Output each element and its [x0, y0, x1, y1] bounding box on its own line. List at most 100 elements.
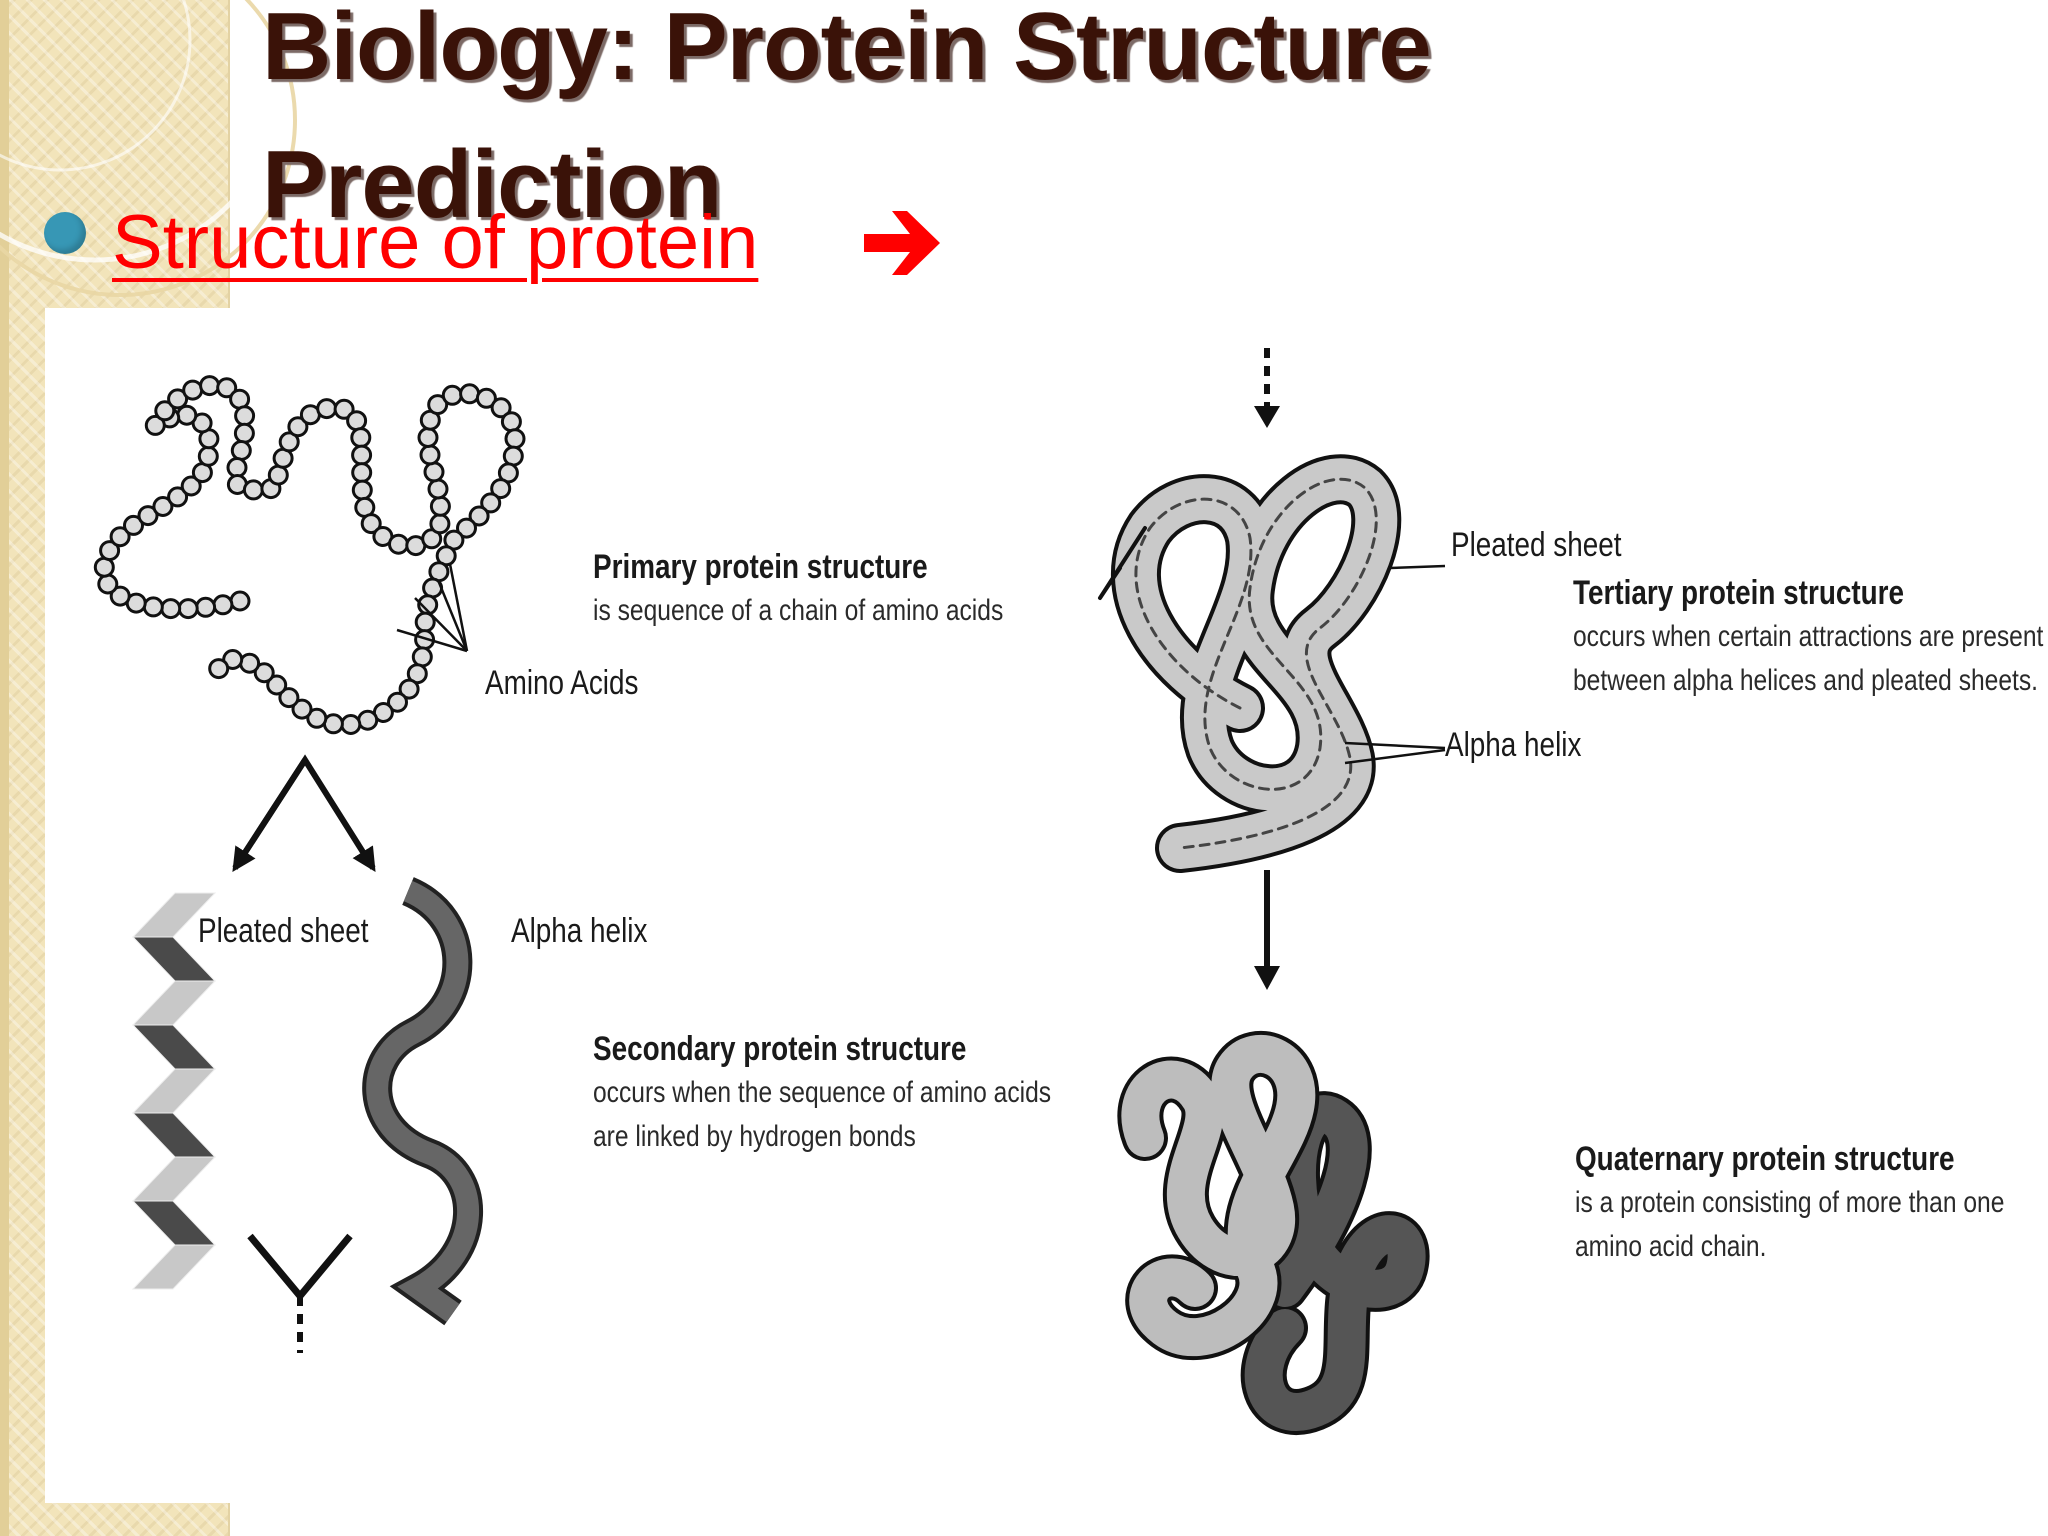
amino-acid-bead — [278, 431, 300, 453]
amino-acid-bead — [287, 416, 309, 438]
amino-acid-bead — [468, 505, 490, 527]
amino-acid-bead — [199, 375, 221, 397]
amino-acid-bead — [197, 445, 219, 467]
amino-acid-bead — [253, 662, 275, 684]
amino-acid-bead — [266, 674, 288, 696]
amino-acid-bead — [398, 678, 420, 700]
amino-acid-bead — [123, 514, 144, 536]
amino-acid-bead — [490, 478, 512, 500]
amino-acid-bead — [459, 383, 481, 405]
amino-acid-bead — [97, 573, 119, 595]
secondary-structure-description-line-2: are linked by hydrogen bonds — [593, 1120, 916, 1153]
amino-acid-bead — [427, 394, 449, 416]
amino-acid-bead — [154, 400, 176, 422]
amino-acid-bead — [350, 427, 372, 449]
amino-acid-bead — [490, 397, 512, 419]
amino-acid-bead — [152, 496, 174, 517]
amino-acid-bead — [109, 526, 131, 548]
pleated-sheet-segment — [131, 980, 217, 1026]
pleated-sheet-segment — [131, 1068, 217, 1114]
amino-acid-bead — [351, 462, 373, 484]
secondary-structure-description-line-1: occurs when the sequence of amino acids — [593, 1076, 1052, 1109]
amino-acid-bead — [504, 428, 526, 450]
amino-acid-bead — [242, 479, 264, 501]
amino-acids-label: Amino Acids — [485, 664, 639, 702]
secondary-structure-heading: Secondary protein structure — [593, 1030, 967, 1068]
subheading-link[interactable]: Structure of protein — [112, 200, 759, 285]
pleated-sheet-segment — [131, 1024, 217, 1070]
amino-acid-bead — [306, 707, 328, 729]
amino-acid-bead — [267, 464, 289, 486]
decorative-rings-icon — [0, 0, 297, 297]
amino-acid-bead — [423, 461, 445, 483]
amino-acid-bead — [316, 398, 338, 420]
amino-acid-bead — [387, 691, 408, 713]
secondary-pleated-sheet-label: Pleated sheet — [198, 912, 369, 950]
pleated-sheet-segment — [131, 1200, 217, 1246]
amino-acid-callout-lines — [396, 563, 469, 653]
tertiary-structure-heading: Tertiary protein structure — [1573, 574, 1905, 612]
tertiary-pleated-sheet-label: Pleated sheet — [1451, 526, 1622, 564]
bullet-dot-icon — [44, 212, 86, 254]
pleated-sheet-illustration — [131, 892, 217, 1290]
amino-acid-bead — [429, 495, 451, 517]
amino-acid-bead — [351, 479, 373, 501]
tertiary-structure-description-line-1: occurs when certain attractions are pres… — [1573, 620, 2044, 653]
amino-acid-bead — [360, 513, 382, 535]
amino-acid-bead — [109, 585, 131, 607]
amino-acid-bead — [417, 427, 439, 448]
amino-acid-bead — [233, 422, 255, 444]
tertiary-structure-illustration — [1098, 454, 1446, 873]
amino-acid-bead — [441, 384, 463, 406]
amino-acid-bead — [177, 598, 199, 620]
dashed-down-arrow-icon — [1254, 348, 1280, 428]
amino-acid-bead — [475, 387, 497, 409]
quaternary-structure-heading: Quaternary protein structure — [1575, 1140, 1955, 1178]
amino-acid-bead — [226, 457, 248, 478]
amino-acid-bead — [429, 513, 451, 535]
merge-arrow-icon — [247, 1233, 353, 1353]
amino-acid-bead — [234, 405, 256, 427]
amino-acid-bead — [502, 445, 524, 467]
amino-acid-bead — [230, 440, 252, 461]
tertiary-alpha-helix-label: Alpha helix — [1445, 726, 1582, 764]
amino-acid-bead — [99, 540, 121, 562]
amino-acid-bead — [411, 646, 433, 668]
amino-acid-bead — [351, 444, 373, 466]
amino-acid-bead — [182, 379, 204, 401]
amino-acid-bead — [144, 414, 166, 436]
amino-acid-bead — [291, 698, 313, 720]
amino-acid-bead — [229, 590, 251, 612]
amino-acid-bead — [180, 475, 202, 497]
protein-structure-figure: Amino Acids Primary protein structure is… — [45, 308, 2044, 1503]
primary-structure-heading: Primary protein structure — [593, 548, 928, 586]
amino-acid-bead — [142, 596, 164, 618]
sidebar-edge — [0, 0, 9, 1536]
tertiary-structure-description-line-2: between alpha helices and pleated sheets… — [1573, 664, 2039, 697]
quaternary-structure-illustration — [1117, 1031, 1430, 1435]
amino-acid-bead — [137, 505, 159, 527]
right-arrow-icon — [864, 211, 940, 275]
amino-acid-bead — [160, 598, 182, 620]
quaternary-structure-description-line-1: is a protein consisting of more than one — [1575, 1186, 2005, 1219]
pleated-sheet-segment — [131, 1112, 217, 1158]
down-arrow-icon — [1254, 870, 1280, 990]
amino-acid-bead — [239, 652, 261, 674]
amino-acid-bead — [167, 486, 189, 508]
amino-acid-bead — [388, 533, 409, 555]
amino-acid-bead — [167, 388, 189, 410]
amino-acid-chain — [93, 375, 526, 735]
quaternary-structure-description-line-2: amino acid chain. — [1575, 1230, 1767, 1263]
amino-acid-bead — [195, 596, 217, 618]
amino-acid-bead — [419, 444, 441, 466]
slide-title-line-1: Biology: Protein Structure — [262, 0, 1432, 100]
slide-title: Biology: Protein Structure Prediction — [262, 0, 1962, 254]
amino-acid-bead — [212, 594, 234, 616]
amino-acid-bead — [346, 410, 368, 432]
amino-acid-bead — [456, 517, 477, 539]
amino-acid-bead — [500, 411, 522, 433]
amino-acid-bead — [357, 709, 379, 731]
split-arrow-icon — [232, 754, 376, 873]
primary-structure-description: is sequence of a chain of amino acids — [593, 594, 1004, 627]
